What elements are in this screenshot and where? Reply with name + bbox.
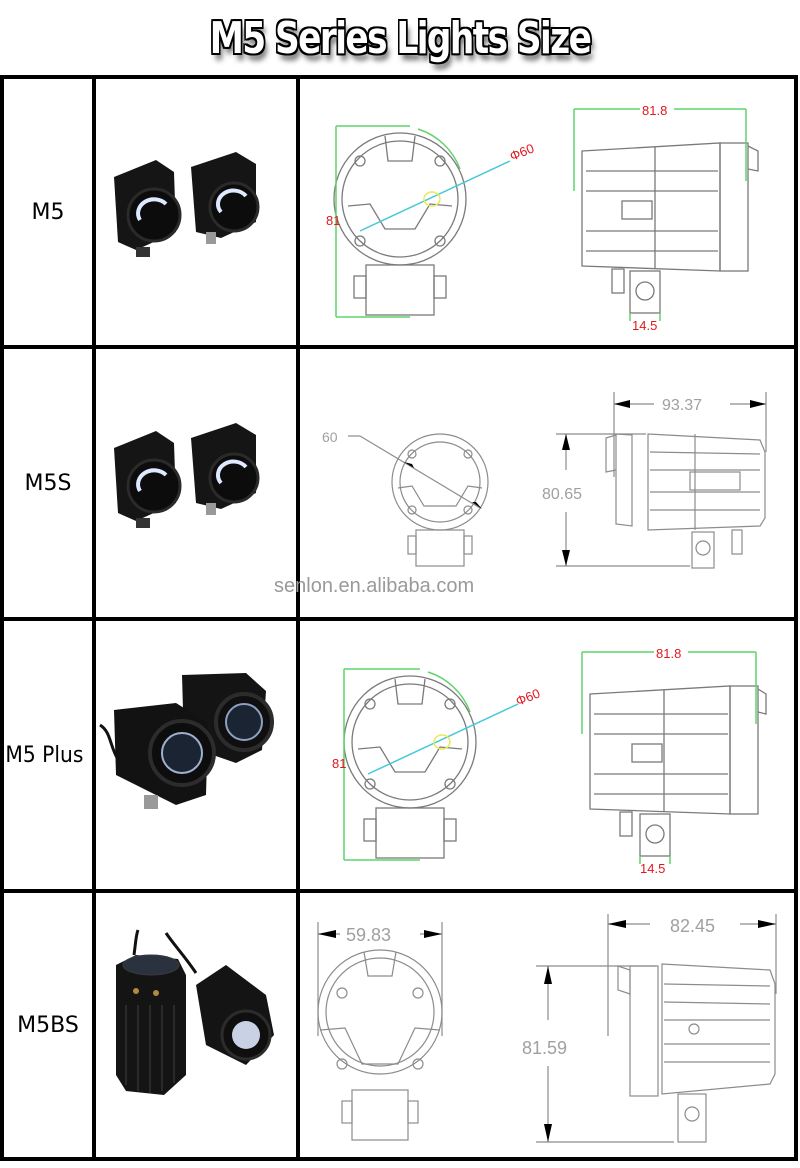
photo-cell bbox=[92, 75, 300, 349]
diameter-dimension-label: Φ60 bbox=[508, 141, 537, 164]
front-side-dimension-drawing: 81 Φ60 bbox=[326, 101, 759, 333]
height-dimension-label: 80.65 bbox=[542, 486, 582, 503]
model-name: M5 Plus bbox=[5, 742, 83, 768]
front-side-dimension-drawing: 81 Φ60 bbox=[332, 644, 767, 876]
length-dimension-label: 82.45 bbox=[670, 916, 715, 936]
height-dimension-label: 81.59 bbox=[522, 1038, 567, 1058]
twin-led-spotlight-photo-icon bbox=[106, 152, 260, 272]
bracket-dimension-label: 14.5 bbox=[632, 318, 657, 333]
title-banner: M5 Series Lights Size bbox=[0, 0, 800, 76]
length-dimension-label: 81.8 bbox=[642, 103, 667, 118]
diameter-dimension-label: Φ60 bbox=[514, 686, 543, 709]
front-side-dimension-drawing: 59.83 bbox=[317, 914, 777, 1143]
table-row-m5: M5 bbox=[0, 75, 798, 349]
dimension-drawing-cell: 81 Φ60 bbox=[296, 75, 798, 349]
photo-cell bbox=[92, 617, 300, 893]
page-title: M5 Series Lights Size bbox=[209, 12, 592, 64]
height-dimension-label: 81 bbox=[332, 756, 346, 771]
dimension-drawing-cell: 81 Φ60 bbox=[296, 617, 798, 893]
model-name: M5 bbox=[31, 199, 65, 225]
table-row-m5s: M5S senlon.en.alibaba.com bbox=[0, 345, 798, 621]
length-dimension-label: 81.8 bbox=[656, 646, 681, 661]
model-cell: M5 bbox=[0, 75, 96, 349]
model-cell: M5S bbox=[0, 345, 96, 621]
finned-projector-light-photo-icon bbox=[116, 929, 274, 1095]
bracket-dimension-label: 14.5 bbox=[640, 861, 665, 876]
twin-projector-lens-light-photo-icon bbox=[99, 673, 274, 809]
front-side-dimension-drawing: 60 bbox=[322, 392, 767, 569]
watermark-text: senlon.en.alibaba.com bbox=[274, 575, 475, 597]
table-row-m5bs: M5BS bbox=[0, 889, 798, 1161]
size-spec-table: M5 bbox=[0, 75, 798, 1161]
table-row-m5-plus: M5 Plus bbox=[0, 617, 798, 893]
dimension-drawing-cell: 59.83 bbox=[296, 889, 798, 1161]
height-dimension-label: 81 bbox=[326, 213, 340, 228]
dimension-drawing-cell: senlon.en.alibaba.com 60 bbox=[274, 345, 798, 621]
model-cell: M5BS bbox=[0, 889, 96, 1161]
twin-led-spotlight-photo-icon bbox=[114, 423, 260, 528]
model-name: M5S bbox=[24, 470, 72, 496]
width-dimension-label: 59.83 bbox=[346, 925, 391, 945]
photo-cell bbox=[92, 889, 300, 1161]
model-name: M5BS bbox=[17, 1012, 79, 1038]
diameter-dimension-label: 60 bbox=[322, 429, 338, 445]
model-cell: M5 Plus bbox=[0, 617, 96, 893]
length-dimension-label: 93.37 bbox=[662, 397, 702, 414]
photo-cell bbox=[92, 345, 300, 621]
